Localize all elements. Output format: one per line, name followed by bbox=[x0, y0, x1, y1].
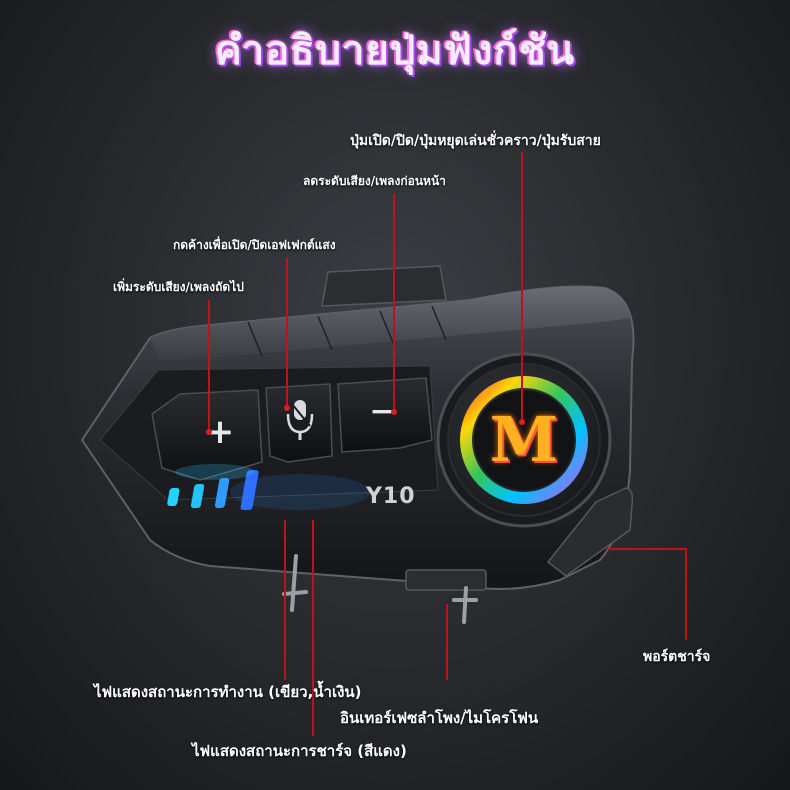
mic-button-shape bbox=[265, 383, 333, 463]
label-vol-down: ลดระดับเสียง/เพลงก่อนหน้า bbox=[303, 174, 446, 188]
line-charge-light bbox=[312, 520, 314, 736]
rgb-ring bbox=[460, 376, 588, 504]
charge-port[interactable] bbox=[560, 500, 630, 570]
label-interface: อินเทอร์เฟซลำโพง/ไมโครโฟน bbox=[340, 709, 539, 727]
top-bevel bbox=[150, 286, 630, 360]
line-vol-down bbox=[393, 194, 395, 412]
label-vol-up: เพิ่มระดับเสียง/เพลงถัดไป bbox=[113, 280, 244, 294]
line-light bbox=[286, 258, 288, 408]
mic-icon bbox=[286, 400, 314, 440]
label-charge-light: ไฟแสดงสถานะการชาร์จ (สีแดง) bbox=[192, 742, 407, 760]
page-title: คำอธิบายปุ่มฟังก์ชัน bbox=[214, 28, 576, 74]
dot-power bbox=[519, 419, 525, 425]
line-status-light bbox=[284, 520, 286, 680]
line-power bbox=[521, 152, 523, 422]
label-power: ปุ่มเปิด/ปิด/ปุ่มหยุดเล่นชั่วคราว/ปุ่มรั… bbox=[350, 133, 601, 149]
line-charge-port-h bbox=[606, 548, 686, 550]
mount-clip bbox=[321, 265, 447, 307]
m-logo: M bbox=[489, 403, 559, 476]
line-charge-port-v bbox=[685, 548, 687, 640]
line-vol-up bbox=[208, 300, 210, 432]
minus-button[interactable]: − bbox=[369, 394, 395, 429]
bottom-connector bbox=[405, 569, 487, 591]
dot-light bbox=[284, 405, 290, 411]
minus-button-shape bbox=[337, 377, 433, 453]
label-light-effect: กดค้างเพื่อเปิด/ปิดเอฟเฟกต์แสง bbox=[173, 238, 336, 252]
status-led-bars bbox=[167, 470, 259, 510]
label-charge-port: พอร์ตชาร์จ bbox=[643, 649, 711, 665]
charge-port-flap bbox=[546, 487, 634, 577]
plus-button-shape bbox=[151, 389, 263, 481]
brand-logo: Y10 bbox=[366, 484, 416, 509]
dot-vol-down bbox=[391, 409, 397, 415]
mic-button[interactable] bbox=[270, 390, 330, 456]
label-status-light: ไฟแสดงสถานะการทำงาน (เขียว,น้ำเงิน) bbox=[94, 683, 362, 701]
line-interface bbox=[446, 604, 448, 680]
dot-vol-up bbox=[206, 429, 212, 435]
